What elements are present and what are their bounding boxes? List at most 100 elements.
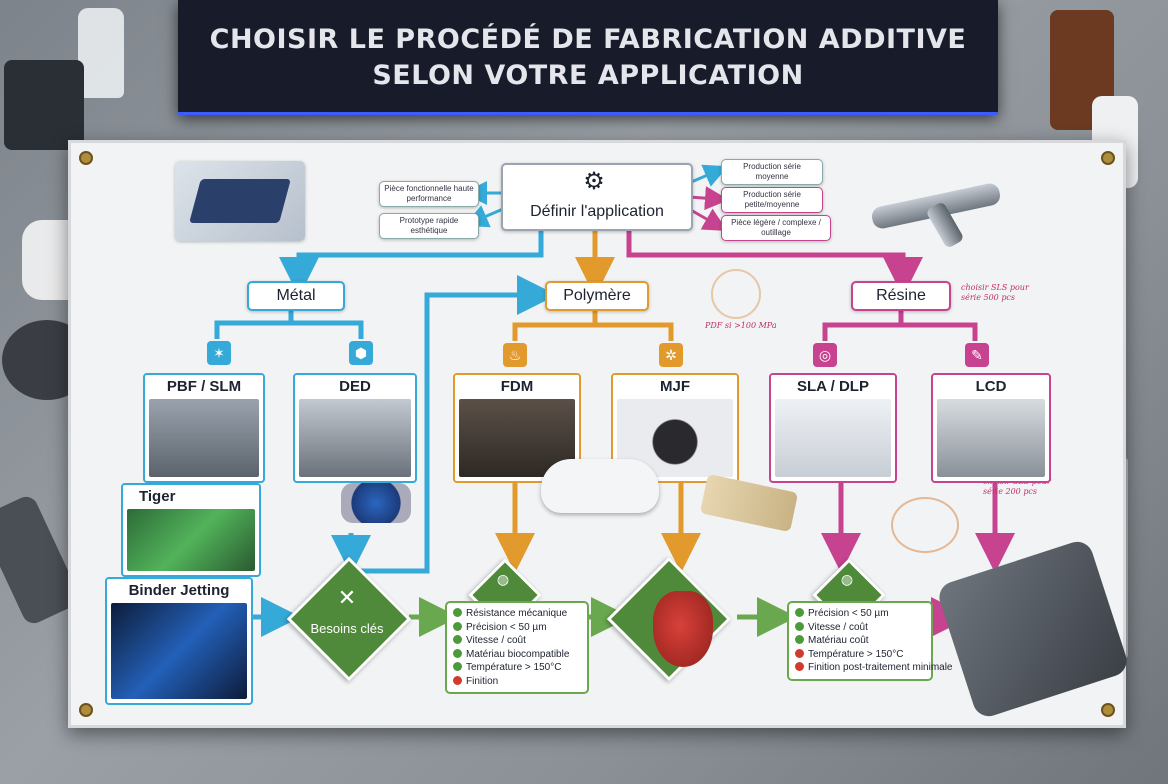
right-arrow-3 [688,207,728,231]
list_resin-item-text: Température > 150°C [808,648,904,660]
category-metal-label: Métal [276,287,316,304]
process-ded-label: DED [295,375,415,399]
polymer-branch [512,309,674,341]
cross-icon [795,662,804,671]
binder-photo [111,603,247,699]
tiger-photo [127,509,255,571]
list_polymer-item-text: Finition [466,675,499,687]
list_resin-item-text: Matériau coût [808,635,869,646]
nozzle-icon: ♨ [503,343,527,367]
check-icon [453,621,462,631]
category-resin: Résine [851,281,951,311]
process-mjf-label: MJF [613,375,737,399]
process-card-ded: DED [293,373,417,483]
gear-small-icon: ✲ [659,343,683,367]
ring-sketch [711,269,761,319]
process-lcd-label: LCD [933,375,1049,399]
input-box-1: Pièce fonctionnelle haute performance [379,181,479,207]
output-label-1: Production série moyenne [743,162,801,181]
sla-photo [775,399,891,477]
needs-label: Besoins clés [310,621,384,636]
grommet [1101,151,1115,165]
bottle-decoration [78,8,124,98]
shoe-photo [541,459,659,513]
connector-arrows [214,164,1015,637]
check-icon [453,648,462,658]
lcd-photo [937,399,1045,477]
tools-icon: ✕ [337,585,357,610]
list_resin-item-text: Vitesse / coût [808,621,868,633]
list_polymer-item: Résistance mécanique [453,607,581,621]
check-icon [453,608,462,617]
process-card-pbf: PBF / SLM [143,373,265,483]
list_polymer-item-text: Température > 150°C [466,662,562,673]
input-label-2: Prototype rapide esthétique [399,216,459,235]
handwritten-note-2: PDF si >100 MPa [705,321,777,330]
process-sla-label: SLA / DLP [771,375,895,399]
cube-icon: ⬢ [349,341,373,365]
grommet [79,703,93,717]
category-resin-label: Résine [876,287,926,304]
edit-icon: ✎ [965,343,989,367]
left-arrow-2 [463,205,504,228]
heart-model-photo [653,591,713,667]
right-arrow-1 [688,164,729,187]
output-label-3: Pièce légère / complexe / outillage [731,218,821,237]
list_polymer-item: Précision < 50 µm [453,621,581,635]
ring-part-photo [891,497,959,553]
title-banner: CHOISIR LE PROCÉDÉ DE FABRICATION ADDITI… [178,0,998,115]
flowchart-poster: ⚙ Définir l'application Pièce fonctionne… [68,140,1131,728]
title-line-2: SELON VOTRE APPLICATION [372,60,804,91]
right-arrow-2 [688,186,729,211]
list_resin-item-text: Finition post-traitement minimale [808,662,953,673]
list_polymer-item: Température > 150°C [453,661,581,675]
gear-icon: ⚙ [583,168,605,195]
list_resin-item: Matériau coût [795,634,925,648]
list_polymer-item-text: Vitesse / coût [466,635,526,646]
category-metal: Métal [247,281,345,311]
process-card-tiger: Tiger [121,483,261,577]
check-icon [453,635,462,644]
process-binder-label: Binder Jetting [107,579,251,603]
process-card-binder: Binder Jetting [105,577,253,705]
process-fdm-label: FDM [455,375,579,399]
cross-icon [453,675,462,685]
list_polymer-item: Vitesse / coût [453,634,581,648]
process-pbf-label: PBF / SLM [145,375,263,399]
list_polymer-item-text: Matériau biocompatible [466,648,570,660]
define-application-box: ⚙ Définir l'application [501,163,693,231]
pipe-part-photo [870,173,1011,250]
check-icon [795,635,804,644]
input-label-1: Pièce fonctionnelle haute performance [384,184,474,203]
cross-icon [795,648,804,658]
arrow-to-resin [626,229,923,297]
search-icon: ◍ [496,571,510,587]
output-box-2: Production série petite/moyenne [721,187,823,213]
title-line-1: CHOISIR LE PROCÉDÉ DE FABRICATION ADDITI… [209,24,967,55]
ded-photo [299,399,411,477]
category-polymer: Polymère [545,281,649,311]
check-icon [453,662,462,671]
loop-arrow [361,275,557,574]
grommet [1101,703,1115,717]
output-label-2: Production série petite/moyenne [743,190,801,209]
target-icon: ◎ [813,343,837,367]
process-tiger-label: Tiger [123,485,259,509]
check-icon [795,621,804,631]
list_polymer-item-text: Résistance mécanique [466,608,568,619]
category-polymer-label: Polymère [563,287,631,304]
list_resin-item: Finition post-traitement minimale [795,661,953,675]
nozzle-part-photo [341,483,411,523]
list_polymer-item-text: Précision < 50 µm [466,621,547,633]
resin-branch [822,309,978,341]
check-icon [795,608,804,617]
process-card-lcd: LCD [931,373,1051,483]
list_polymer-item: Finition [453,675,581,689]
list_resin-item: Vitesse / coût [795,621,925,635]
center-label: Définir l'application [530,203,664,220]
output-box-3: Pièce légère / complexe / outillage [721,215,831,241]
list_resin-item: Précision < 50 µm [795,607,925,621]
list_resin-item: Température > 150°C [795,648,925,662]
